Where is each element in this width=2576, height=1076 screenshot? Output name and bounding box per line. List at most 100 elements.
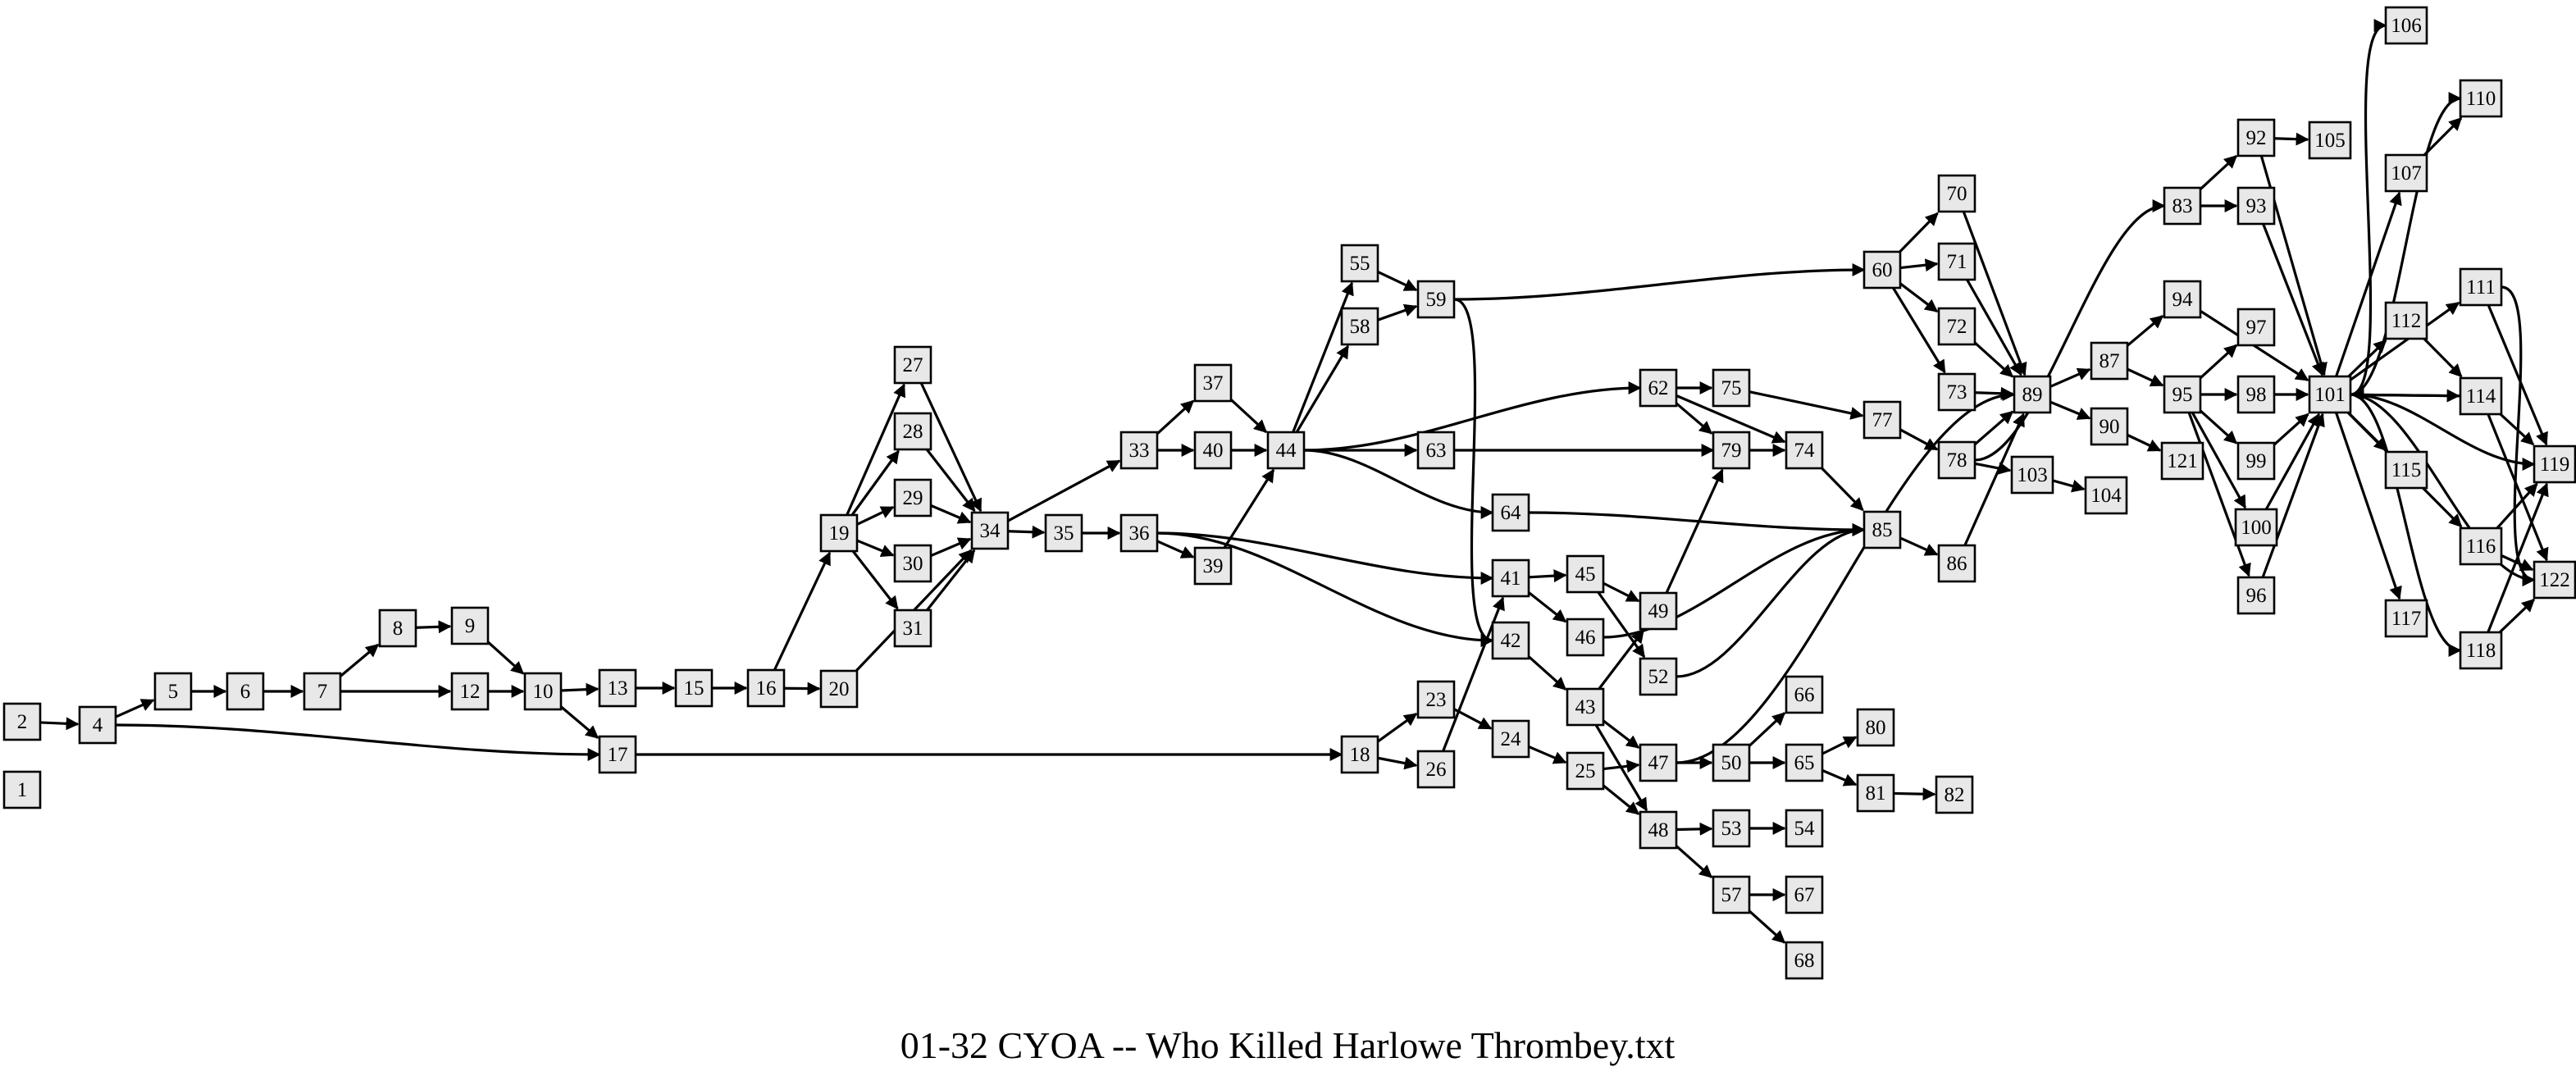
node-label: 118 [2466,640,2496,662]
node-label: 67 [1794,884,1815,906]
edge-95-to-96 [2187,412,2251,577]
edge-36-to-42 [1156,531,1494,647]
node-10: 10 [523,672,563,711]
edge-arrow [1156,531,1494,585]
node-53: 53 [1712,809,1751,848]
edge-62-to-74 [1676,394,1786,444]
edge-arrow [1821,768,1858,786]
node-4: 4 [78,705,117,745]
edge-arrow [1899,536,1939,556]
edge-arrow [1602,784,1640,815]
edge-arrow [2127,433,2162,452]
node-box [1416,431,1456,470]
edge-arrow [2264,413,2321,510]
node-box [1785,809,1824,848]
node-74: 74 [1785,431,1824,470]
edge-55-to-59 [1377,270,1418,292]
node-label: 16 [756,677,777,700]
node-label: 19 [829,522,850,545]
edge-arrow [1962,211,2027,376]
node-101: 101 [2308,375,2352,414]
edge-arrow [1603,719,1640,749]
node-44: 44 [1266,431,1306,470]
node-box [2163,186,2202,226]
node-label: 90 [2100,416,2120,438]
edge-78-to-89 [1973,410,2014,446]
edge-58-to-59 [1377,303,1418,321]
edge-10-to-13 [560,682,600,696]
node-93: 93 [2236,186,2276,226]
node-label: 55 [1350,253,1370,275]
edge-43-to-47 [1603,719,1640,749]
node-box [2234,508,2278,547]
edge-118-to-122 [2498,598,2536,634]
node-box [1193,363,1233,403]
node-label: 49 [1648,600,1669,622]
node-26: 26 [1416,750,1456,789]
edge-arrow [1156,399,1195,435]
edge-arrow [1821,467,1864,512]
node-box [1937,242,1976,281]
node-box [893,609,932,648]
edge-arrow [1007,525,1046,539]
node-28: 28 [893,412,932,451]
edge-9-to-10 [486,641,525,675]
edge-arrow [2199,344,2238,380]
node-label: 18 [1350,744,1370,766]
node-box [2236,118,2276,157]
node-box [2013,375,2052,414]
node-99: 99 [2236,441,2276,481]
node-box [1937,307,1976,346]
edge-arrow [39,717,80,731]
node-23: 23 [1416,680,1456,719]
node-box [1935,775,1974,814]
node-box [2308,121,2352,160]
edge-44-to-64 [1303,449,1494,519]
edge-arrow [2199,154,2238,190]
edge-arrow [2049,400,2091,420]
edge-48-to-53 [1676,822,1713,836]
node-48: 48 [1639,810,1678,850]
node-box [1937,372,1976,412]
node-62: 62 [1639,368,1678,408]
edge-19-to-30 [856,539,895,558]
node-40: 40 [1193,431,1233,470]
node-58: 58 [1340,307,1379,346]
edge-arrow [2334,412,2402,600]
edge-arrow [1748,712,1786,747]
edge-arrow [2499,413,2535,446]
edge-112-to-114 [2423,337,2463,378]
edge-41-to-45 [1528,569,1567,583]
edge-arrow [1893,787,1936,801]
node-label: 119 [2540,454,2570,476]
edge-7-to-8 [339,643,380,677]
node-box [2090,407,2129,446]
node-label: 89 [2022,384,2043,406]
node-label: 98 [2246,384,2267,406]
node-13: 13 [598,668,637,708]
edge-arrow [1453,263,1866,301]
node-label: 35 [1054,522,1074,545]
edge-37-to-44 [1229,399,1268,434]
node-label: 83 [2173,195,2193,217]
edge-arrow [1527,655,1567,691]
node-box [523,672,563,711]
node-label: 31 [903,618,923,640]
edge-arrow [1892,287,1946,374]
node-2: 2 [2,702,42,741]
edge-116-to-119 [2496,482,2538,530]
node-73: 73 [1937,372,1976,412]
edge-arrow [930,504,972,524]
edge-arrow [1974,199,2166,462]
node-29: 29 [893,478,932,517]
edge-101-to-106 [2350,19,2387,396]
node-24: 24 [1491,719,1530,759]
edge-90-to-121 [2127,433,2162,452]
edge-95-to-97 [2199,344,2238,380]
node-27: 27 [893,345,932,385]
edge-78-to-103 [1974,462,2012,475]
node-106: 106 [2384,6,2428,45]
node-box [2384,301,2428,340]
node-label: 27 [903,354,923,376]
edge-65-to-81 [1821,768,1858,786]
